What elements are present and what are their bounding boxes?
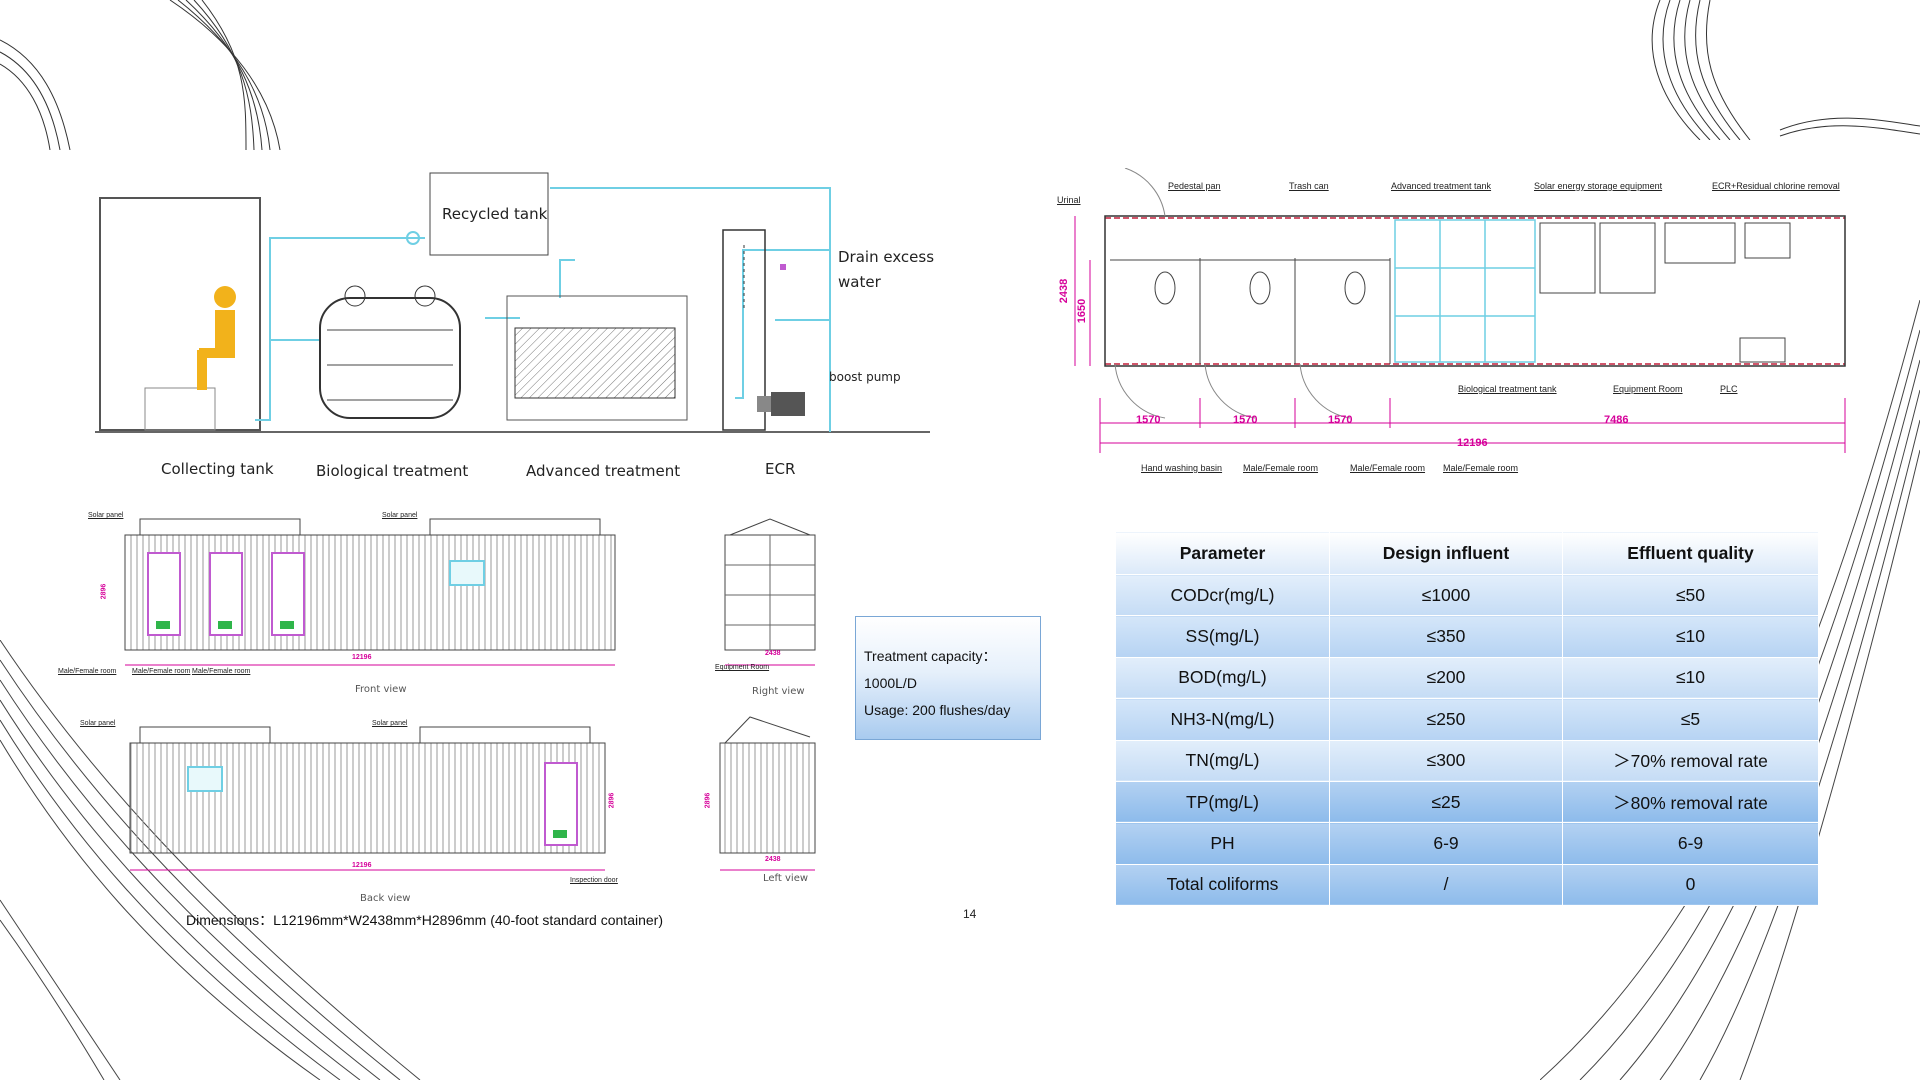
plan-label-urinal: Urinal (1057, 195, 1081, 205)
cell-parameter: TN(mg/L) (1115, 739, 1330, 782)
back-width-dim: 12196 (352, 862, 372, 869)
cell-influent: / (1329, 863, 1563, 907)
elevation-drawing (124, 518, 816, 871)
front-width-dim: 12196 (352, 654, 372, 661)
front-room-label-2: Male/Female room (132, 668, 191, 675)
back-view-label: Back view (360, 893, 411, 904)
process-diagram-drawing (95, 172, 930, 433)
dim-room-1: 1570 (1136, 414, 1161, 426)
stage-label-advanced: Advanced treatment (526, 462, 681, 480)
front-height-dim: 2896 (100, 583, 108, 600)
plan-label-room-2: Male/Female room (1350, 463, 1426, 473)
page-number: 14 (963, 907, 977, 921)
cell-effluent: 6-9 (1562, 822, 1819, 865)
header-design-influent: Design influent (1329, 531, 1563, 575)
left-height-dim: 2896 (704, 792, 712, 809)
left-depth-dim: 2438 (765, 856, 781, 863)
back-solar-panel-label-2: Solar panel (372, 720, 408, 727)
cell-influent: 6-9 (1329, 822, 1563, 865)
stage-label-collecting: Collecting tank (161, 460, 274, 478)
plan-label-advanced-tank: Advanced treatment tank (1391, 181, 1492, 191)
cell-effluent: 0 (1562, 863, 1819, 907)
left-view-label: Left view (763, 873, 809, 884)
cell-parameter: PH (1115, 822, 1330, 865)
plan-label-ecr-chlorine: ECR+Residual chlorine removal (1712, 181, 1840, 191)
boost-pump-label: boost pump (829, 370, 901, 384)
back-solar-panel-label-1: Solar panel (80, 720, 116, 727)
table-header-row: Parameter Design influent Effluent quali… (1115, 531, 1819, 575)
dimensions-caption: Dimensions：L12196mm*W2438mm*H2896mm (40-… (186, 912, 663, 928)
cell-influent: ≤200 (1329, 656, 1563, 700)
header-parameter: Parameter (1115, 531, 1330, 575)
cell-parameter: SS(mg/L) (1115, 615, 1330, 658)
cell-effluent: ≤10 (1562, 656, 1819, 700)
drain-excess-label-1: Drain excess (838, 248, 935, 266)
table-row: TP(mg/L) ≤25 ＞80% removal rate (1115, 780, 1819, 824)
usage-line: Usage: 200 flushes/day (864, 702, 1011, 718)
plan-label-plc: PLC (1720, 384, 1738, 394)
treatment-capacity-value: 1000L/D (864, 675, 917, 691)
cell-effluent: ≤5 (1562, 698, 1819, 741)
dim-room-2: 1570 (1233, 414, 1258, 426)
plan-label-bio-tank: Biological treatment tank (1458, 384, 1557, 394)
corner-wave-decoration-bottom-left (0, 640, 421, 1080)
cell-influent: ≤250 (1329, 698, 1563, 741)
plan-label-pedestal-pan: Pedestal pan (1168, 181, 1221, 191)
drain-excess-label-2: water (838, 273, 881, 291)
right-depth-dim: 2438 (765, 650, 781, 657)
table-row: SS(mg/L) ≤350 ≤10 (1115, 615, 1819, 658)
dim-height-inner: 1650 (1076, 298, 1089, 324)
equipment-room-label: Equipment Room (715, 664, 770, 671)
cell-effluent: ≤10 (1562, 615, 1819, 658)
dim-total: 12196 (1457, 437, 1488, 449)
cell-parameter: CODcr(mg/L) (1115, 573, 1330, 617)
cell-parameter: TP(mg/L) (1115, 780, 1330, 824)
recycled-tank-label: Recycled tank (442, 205, 548, 223)
table-row: CODcr(mg/L) ≤1000 ≤50 (1115, 573, 1819, 617)
front-view-label: Front view (355, 684, 407, 695)
corner-wave-decoration-top-left (0, 0, 281, 150)
table-row: PH 6-9 6-9 (1115, 822, 1819, 865)
dim-room-3: 1570 (1328, 414, 1353, 426)
cell-effluent: ＞80% removal rate (1562, 780, 1819, 824)
cell-effluent: ≤50 (1562, 573, 1819, 617)
plan-label-room-3: Male/Female room (1443, 463, 1519, 473)
table-row: TN(mg/L) ≤300 ＞70% removal rate (1115, 739, 1819, 782)
front-solar-panel-label-2: Solar panel (382, 512, 418, 519)
inspection-door-label: Inspection door (570, 877, 618, 884)
parameter-table: Parameter Design influent Effluent quali… (1115, 531, 1819, 907)
plan-label-equipment-room: Equipment Room (1613, 384, 1683, 394)
front-solar-panel-label-1: Solar panel (88, 512, 124, 519)
cell-influent: ≤1000 (1329, 573, 1563, 617)
table-row: BOD(mg/L) ≤200 ≤10 (1115, 656, 1819, 700)
dim-equipment: 7486 (1604, 414, 1629, 426)
front-room-label-3: Male/Female room (192, 668, 251, 675)
treatment-capacity-box: Treatment capacity： 1000L/D Usage: 200 f… (855, 616, 1041, 740)
header-effluent-quality: Effluent quality (1562, 531, 1819, 575)
back-height-dim: 2896 (608, 792, 616, 809)
cell-influent: ≤25 (1329, 780, 1563, 824)
treatment-capacity-line: Treatment capacity： (864, 648, 997, 664)
cell-parameter: Total coliforms (1115, 863, 1330, 907)
dim-height-outer: 2438 (1058, 278, 1071, 304)
cell-parameter: NH3-N(mg/L) (1115, 698, 1330, 741)
right-view-label: Right view (752, 686, 805, 697)
table-row: NH3-N(mg/L) ≤250 ≤5 (1115, 698, 1819, 741)
cell-influent: ≤350 (1329, 615, 1563, 658)
corner-wave-decoration-top-right (1651, 0, 1920, 140)
floor-plan-drawing (1074, 168, 1846, 453)
stage-label-biological: Biological treatment (316, 462, 469, 480)
plan-label-room-1: Male/Female room (1243, 463, 1319, 473)
plan-label-solar-storage: Solar energy storage equipment (1534, 181, 1663, 191)
front-room-label-1: Male/Female room (58, 668, 117, 675)
plan-label-trash-can: Trash can (1289, 181, 1329, 191)
cell-effluent: ＞70% removal rate (1562, 739, 1819, 782)
cell-influent: ≤300 (1329, 739, 1563, 782)
stage-label-ecr: ECR (765, 460, 796, 478)
plan-label-hand-basin: Hand washing basin (1141, 463, 1223, 473)
table-row: Total coliforms / 0 (1115, 863, 1819, 907)
cell-parameter: BOD(mg/L) (1115, 656, 1330, 700)
